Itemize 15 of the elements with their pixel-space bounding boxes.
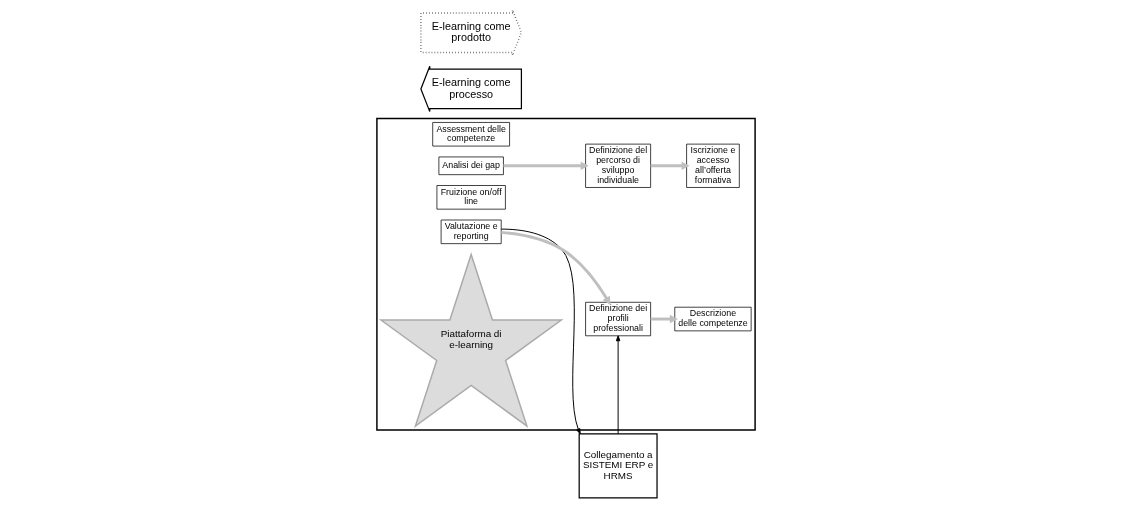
node-box: Collegamento a SISTEMI ERP e HRMS — [578, 433, 658, 499]
arrow — [650, 314, 678, 324]
arrow — [500, 228, 581, 435]
node-box: Valutazione e reporting — [440, 219, 502, 244]
arrow — [650, 161, 690, 171]
node-box: Definizione dei profili professionali — [585, 301, 651, 337]
node-box: Definizione del percorso di sviluppo individuale — [585, 143, 651, 188]
node-box: Descrizione delle competenze — [674, 306, 752, 332]
arrow — [503, 161, 589, 171]
arrow — [615, 335, 621, 435]
node-box: Analisi dei gap — [438, 156, 504, 176]
arrow — [501, 230, 611, 305]
node-box: Assessment delle competenze — [432, 122, 510, 147]
node-box: Fruizione on/off line — [436, 185, 506, 210]
node-box: Iscrizione e accesso all’offerta formativa — [686, 143, 740, 188]
